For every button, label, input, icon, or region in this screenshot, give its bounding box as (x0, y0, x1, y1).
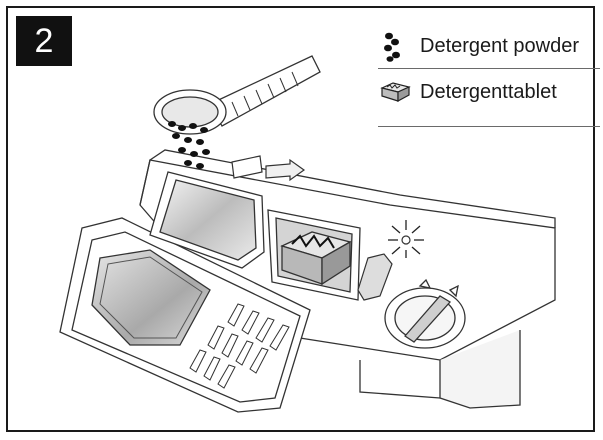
legend-divider (378, 68, 600, 69)
detergent-tablet (280, 231, 352, 286)
step-number: 2 (34, 21, 54, 60)
slide-latch (231, 155, 306, 182)
tablet-icon (378, 75, 412, 109)
legend-divider (378, 126, 600, 127)
legend-label-tablet: Detergenttablet (420, 80, 557, 103)
step-number-badge: 2 (16, 16, 72, 66)
rinse-aid-dial (384, 278, 466, 349)
falling-powder (168, 121, 210, 169)
powder-granules-icon (378, 29, 412, 63)
rinse-aid-indicator (357, 220, 424, 301)
legend-item-powder: Detergent powder (378, 28, 579, 64)
open-lid (59, 217, 311, 413)
tablet-compartment (267, 209, 361, 301)
legend: Detergent powder Detergenttablet (378, 22, 600, 128)
legend-label-powder: Detergent powder (420, 34, 579, 57)
powder-scoop (153, 55, 321, 169)
lid-vent-ribs (189, 303, 290, 389)
detergent-compartment (149, 171, 265, 269)
legend-item-tablet: Detergenttablet (378, 74, 557, 110)
